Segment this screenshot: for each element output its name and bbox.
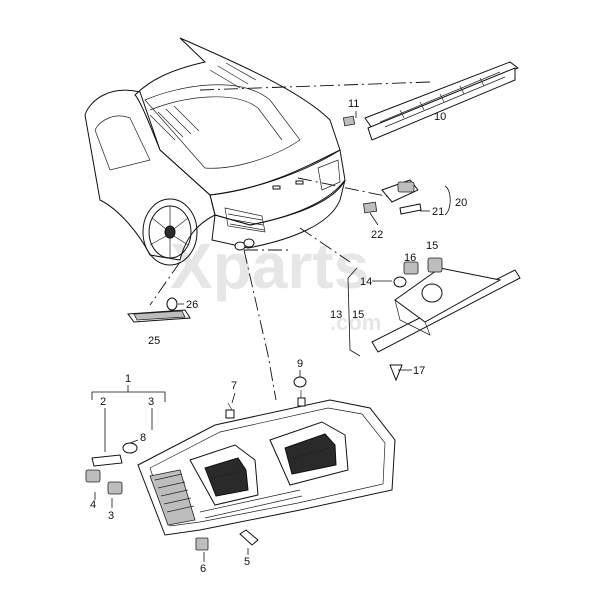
callout-13: 13 xyxy=(330,309,342,321)
watermark-suffix: .com xyxy=(330,310,381,335)
watermark: Xparts .com xyxy=(170,230,381,335)
rear-wheel xyxy=(142,198,198,266)
callout-7: 7 xyxy=(231,380,237,392)
callout-11: 11 xyxy=(348,98,359,110)
callout-9: 9 xyxy=(297,358,303,370)
license-plate-lamp-group xyxy=(363,179,451,226)
side-marker-light xyxy=(127,297,191,323)
callout-3-top: 3 xyxy=(148,396,154,408)
high-mount-brake-light xyxy=(342,61,520,141)
callout-17: 17 xyxy=(413,365,425,377)
callout-1: 1 xyxy=(125,373,131,385)
callout-8: 8 xyxy=(140,432,146,444)
car-rear-body xyxy=(84,37,346,266)
callout-4: 4 xyxy=(90,499,96,511)
callout-15-bracket: 15 xyxy=(352,309,364,321)
callout-10: 10 xyxy=(434,111,446,123)
rear-fog-light-assembly xyxy=(347,257,521,382)
callout-22: 22 xyxy=(371,229,383,241)
callout-26: 26 xyxy=(186,299,198,311)
callout-20: 20 xyxy=(455,197,467,209)
callout-15-top: 15 xyxy=(426,240,438,252)
callout-14: 14 xyxy=(360,276,372,288)
callout-labels: 1 2 3 3 4 5 6 7 8 9 10 11 13 14 15 15 16… xyxy=(90,98,467,575)
callout-5: 5 xyxy=(244,556,250,568)
callout-16: 16 xyxy=(404,252,416,264)
callout-6: 6 xyxy=(200,563,206,575)
callout-2: 2 xyxy=(100,396,106,408)
watermark-text: Xparts xyxy=(170,230,369,302)
callout-3: 3 xyxy=(108,510,114,522)
callout-25: 25 xyxy=(148,335,160,347)
callout-21: 21 xyxy=(432,206,444,218)
tail-lamp-assembly xyxy=(85,370,396,562)
dashed-reference-lines xyxy=(149,81,431,401)
